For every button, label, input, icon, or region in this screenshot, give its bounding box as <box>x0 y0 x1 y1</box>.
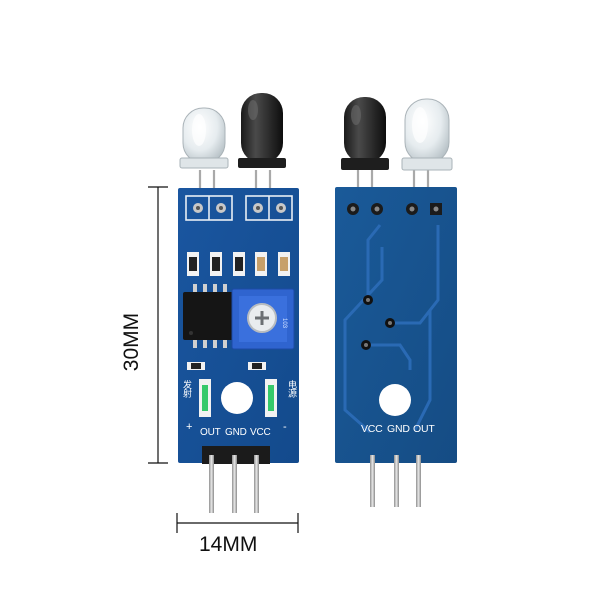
front-pin-label-out: OUT <box>200 427 221 438</box>
front-minus-mark: - <box>283 421 287 433</box>
comparator-chip <box>183 284 235 348</box>
small-smd-parts <box>187 362 266 370</box>
front-side-text-right: 电源 <box>287 380 297 398</box>
ir-emitter-led <box>179 107 229 169</box>
back-board <box>335 97 457 507</box>
ir-emitter-led-back <box>401 98 453 171</box>
potentiometer: 103 <box>231 288 295 350</box>
front-plus-mark: + <box>186 421 193 433</box>
smd-resistors <box>187 252 290 276</box>
ir-receiver-led-back <box>341 97 389 170</box>
back-pcb <box>335 187 457 463</box>
ir-receiver-led <box>238 93 286 168</box>
mounting-hole <box>221 382 253 414</box>
pcb-traces <box>343 224 440 434</box>
pot-label: 103 <box>281 318 287 329</box>
front-board: 103 <box>178 93 299 513</box>
height-label: 30MM <box>120 312 143 372</box>
back-pin-label-gnd: GND <box>387 423 410 435</box>
front-pin-label-vcc: VCC <box>250 427 271 438</box>
back-led-pads <box>347 203 442 215</box>
header-pins <box>202 446 270 513</box>
back-vias <box>361 295 395 350</box>
front-side-text-left: 发射 <box>182 380 192 398</box>
back-pin-label-vcc: VCC <box>361 423 383 435</box>
led-pads <box>185 195 293 221</box>
back-pin-label-out: OUT <box>413 423 435 435</box>
width-label: 14MM <box>199 533 258 556</box>
width-dimension <box>176 513 299 533</box>
height-dimension <box>148 186 168 464</box>
back-mounting-hole <box>379 384 411 416</box>
indicator-leds <box>199 379 277 417</box>
front-pin-label-gnd: GND <box>225 427 247 438</box>
back-header-pins <box>370 455 421 507</box>
